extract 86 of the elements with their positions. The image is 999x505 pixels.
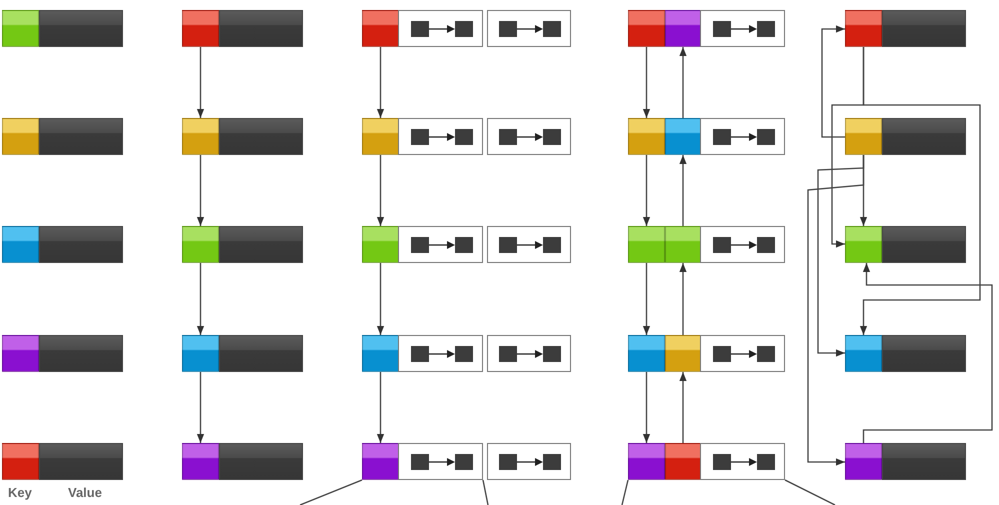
key-square [2, 335, 39, 372]
key-square [2, 10, 39, 47]
key-square [182, 10, 219, 47]
value-bar [219, 118, 303, 155]
arrow [807, 155, 864, 466]
value-bar [882, 335, 966, 372]
key-square [628, 226, 665, 263]
arrow [862, 263, 993, 443]
key-square [665, 10, 701, 47]
arrow [642, 47, 650, 118]
arrow [679, 47, 687, 118]
key-square [845, 443, 882, 480]
list-cell [398, 226, 483, 263]
key-square [845, 118, 882, 155]
part-label: Value [68, 485, 102, 500]
arrow [196, 155, 204, 226]
connector-line [621, 480, 629, 505]
list-cell [398, 10, 483, 47]
key-square [628, 118, 665, 155]
arrow [196, 263, 204, 335]
key-square [628, 10, 665, 47]
key-square [362, 226, 399, 263]
list-cell [487, 443, 571, 480]
value-bar [882, 118, 966, 155]
list-cell [700, 10, 785, 47]
key-square [362, 10, 399, 47]
key-square [845, 226, 882, 263]
key-square [845, 335, 882, 372]
key-square [182, 118, 219, 155]
value-bar [39, 443, 123, 480]
value-bar [39, 335, 123, 372]
list-cell [398, 443, 483, 480]
arrow [821, 25, 845, 138]
list-cell [487, 10, 571, 47]
value-bar [219, 443, 303, 480]
arrow [196, 372, 204, 443]
key-square [182, 443, 219, 480]
value-bar [882, 10, 966, 47]
arrow [679, 372, 687, 443]
value-bar [219, 226, 303, 263]
key-square [362, 335, 399, 372]
arrow [196, 47, 204, 118]
arrow [642, 372, 650, 443]
list-cell [700, 118, 785, 155]
connector-line [482, 480, 489, 505]
list-cell [700, 443, 785, 480]
list-cell [487, 118, 571, 155]
value-bar [39, 118, 123, 155]
key-square [2, 226, 39, 263]
connector-line [784, 479, 836, 505]
value-bar [882, 443, 966, 480]
list-cell [700, 335, 785, 372]
list-cell [398, 335, 483, 372]
value-bar [39, 10, 123, 47]
arrow [679, 155, 687, 226]
key-square [362, 443, 399, 480]
arrow [376, 263, 384, 335]
arrow [376, 372, 384, 443]
arrow [642, 155, 650, 226]
value-bar [39, 226, 123, 263]
key-square [665, 335, 701, 372]
arrow [642, 263, 650, 335]
part-label: Key [8, 485, 32, 500]
key-square [665, 226, 701, 263]
arrow [679, 263, 687, 335]
key-square [362, 118, 399, 155]
list-cell [487, 226, 571, 263]
value-bar [219, 10, 303, 47]
key-square [628, 443, 665, 480]
key-square [182, 226, 219, 263]
value-bar [219, 335, 303, 372]
key-square [628, 335, 665, 372]
key-square [665, 443, 701, 480]
key-square [845, 10, 882, 47]
key-square [2, 118, 39, 155]
arrow [376, 155, 384, 226]
connector-line [300, 479, 362, 505]
list-cell [487, 335, 571, 372]
value-bar [882, 226, 966, 263]
arrow [860, 47, 981, 335]
key-square [665, 118, 701, 155]
arrow [376, 47, 384, 118]
key-square [182, 335, 219, 372]
list-cell [700, 226, 785, 263]
key-square [2, 443, 39, 480]
list-cell [398, 118, 483, 155]
